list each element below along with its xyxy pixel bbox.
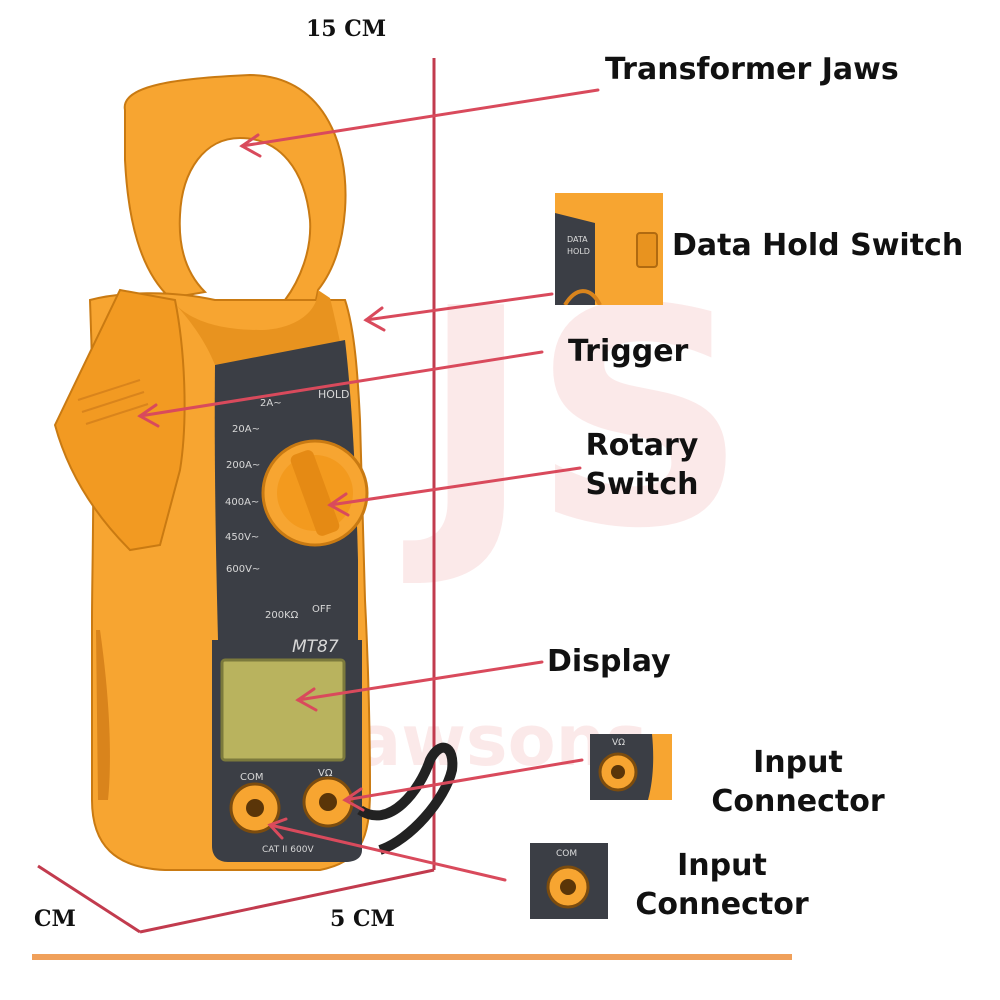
arrow-rotary-switch: [328, 466, 582, 507]
bottom-accent-bar: [32, 954, 792, 960]
label-data-hold-switch: Data Hold Switch: [672, 228, 964, 263]
trigger-ridge-3: [85, 403, 149, 425]
rotary-switch-grip: [290, 450, 340, 536]
label-input1-line-2: Connector: [711, 784, 885, 819]
label-transformer-jaws: Transformer Jaws: [605, 52, 899, 87]
label-input2-line-1: Input: [677, 848, 767, 883]
dial-mark-3: 200A~: [226, 460, 260, 471]
arrow-trigger: [138, 350, 544, 418]
arrowhead-input-connector-2: [267, 817, 288, 840]
label-input1-line-1: Input: [753, 745, 843, 780]
model-name: MT87: [292, 637, 339, 657]
thumb-com-text: COM: [556, 849, 578, 859]
arrow-transformer-jaws: [240, 88, 600, 148]
dial-mark-8: OFF: [312, 604, 332, 615]
trigger-lever: [53, 288, 186, 552]
depth-dimension-line: [37, 864, 141, 934]
height-dimension-label: 15 CM: [306, 16, 387, 42]
dial-mark-2: 20A~: [232, 424, 260, 435]
hold-mark: HOLD: [318, 388, 350, 401]
input-connector-thumbnail-1: VΩ: [590, 734, 672, 800]
callout-arrows: [137, 88, 600, 882]
dimension-lines: [37, 58, 436, 934]
v-port-hole: [319, 793, 337, 811]
label-input2-line-2: Connector: [635, 887, 809, 922]
data-hold-thumbnail: DATA HOLD: [555, 193, 663, 305]
dial-mark-6: 600V~: [226, 564, 260, 575]
dial-mark-5: 450V~: [225, 532, 259, 543]
dial-mark-4: 400A~: [225, 497, 259, 508]
thumb-hold-text: HOLD: [567, 247, 590, 256]
watermark-logo: JS: [420, 245, 748, 594]
panel-markings: HOLD 2A~ 20A~ 200A~ 400A~ 450V~ 600V~ 20…: [225, 388, 350, 855]
v-port-label: VΩ: [318, 768, 333, 779]
arrowhead-input-connector-1: [342, 787, 365, 812]
thumb-data-text: DATA: [567, 235, 588, 244]
arrow-data-hold: [364, 292, 554, 322]
side-grip: [96, 630, 110, 800]
arrowhead-transformer-jaws: [239, 133, 262, 158]
transformer-jaws: [123, 73, 347, 307]
width-dimension-line: [139, 868, 435, 934]
label-rotary-switch: Rotary Switch: [580, 426, 704, 504]
meter-body: [53, 73, 458, 871]
label-trigger: Trigger: [568, 334, 689, 369]
arrowhead-display: [295, 687, 318, 712]
label-input-connector-1: Input Connector: [706, 743, 890, 821]
wrist-strap: [357, 742, 458, 855]
dial-mark-7: 200KΩ: [265, 610, 299, 621]
label-display: Display: [547, 644, 671, 679]
label-rotary-line-1: Rotary: [585, 428, 699, 463]
input-connector-thumbnail-2: COM: [530, 843, 608, 919]
arrow-input-connector-2: [268, 823, 507, 882]
trigger-ridge-2: [81, 391, 145, 413]
depth-dimension-label: CM: [34, 906, 76, 932]
jaw-lower: [170, 290, 345, 365]
arrowhead-rotary-switch: [327, 492, 350, 517]
arrowhead-trigger: [137, 403, 160, 428]
thumb-v-text: VΩ: [612, 738, 626, 748]
lcd-display: [220, 658, 346, 762]
cat-warning: CAT II 600V: [262, 845, 314, 855]
label-rotary-line-2: Switch: [585, 467, 699, 502]
arrow-input-connector-1: [343, 758, 584, 802]
width-dimension-label: 5 CM: [330, 906, 395, 932]
dial-mark-1: 2A~: [260, 398, 282, 409]
arrow-display: [296, 660, 544, 702]
com-port-hole: [246, 799, 264, 817]
label-input-connector-2: Input Connector: [630, 846, 814, 924]
trigger-ridge-1: [77, 379, 141, 401]
com-port-label: COM: [240, 772, 263, 783]
arrowhead-data-hold: [363, 306, 386, 332]
